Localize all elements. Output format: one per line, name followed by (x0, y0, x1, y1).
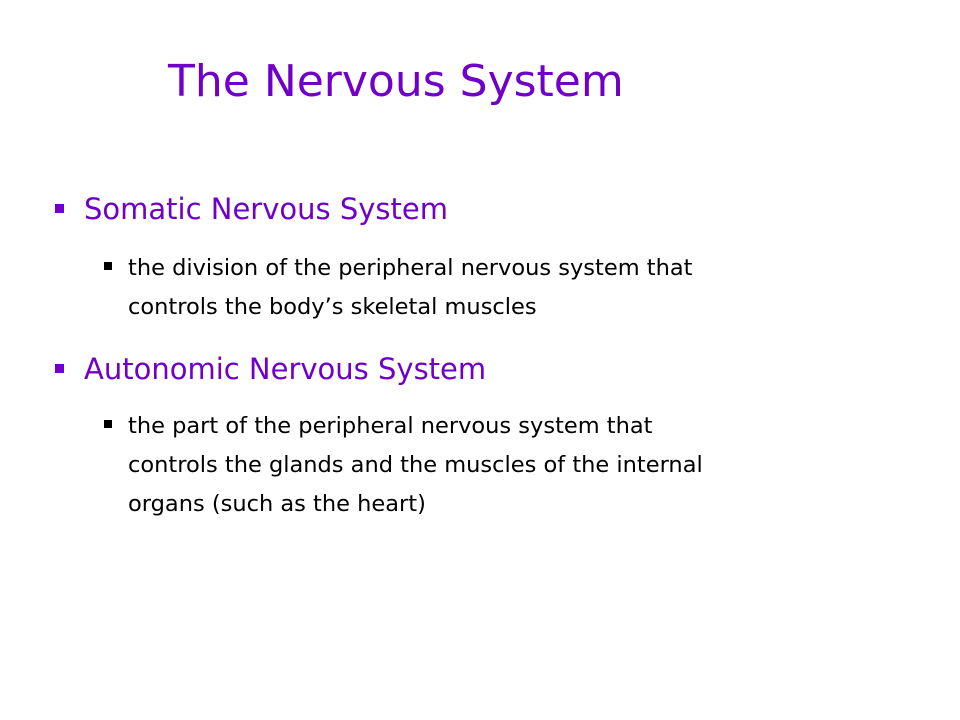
square-bullet-icon (104, 262, 112, 270)
text-line: the division of the peripheral nervous s… (128, 255, 693, 281)
sub-bullet-autonomic-description: the part of the peripheral nervous syste… (104, 407, 904, 524)
bullet-heading: Autonomic Nervous System (84, 352, 487, 386)
text-line: controls the glands and the muscles of t… (128, 452, 703, 478)
sub-bullet-text: the part of the peripheral nervous syste… (128, 407, 898, 524)
square-bullet-icon (55, 364, 64, 373)
text-line: organs (such as the heart) (128, 491, 426, 517)
bullet-heading: Somatic Nervous System (84, 192, 448, 226)
bullet-somatic-nervous-system: Somatic Nervous System (55, 192, 448, 226)
sub-bullet-text: the division of the peripheral nervous s… (128, 249, 898, 327)
sub-bullet-somatic-description: the division of the peripheral nervous s… (104, 249, 904, 327)
square-bullet-icon (104, 420, 112, 428)
bullet-autonomic-nervous-system: Autonomic Nervous System (55, 352, 486, 386)
text-line: the part of the peripheral nervous syste… (128, 413, 653, 439)
slide-title: The Nervous System (168, 56, 624, 107)
text-line: controls the body’s skeletal muscles (128, 294, 537, 320)
square-bullet-icon (55, 204, 64, 213)
